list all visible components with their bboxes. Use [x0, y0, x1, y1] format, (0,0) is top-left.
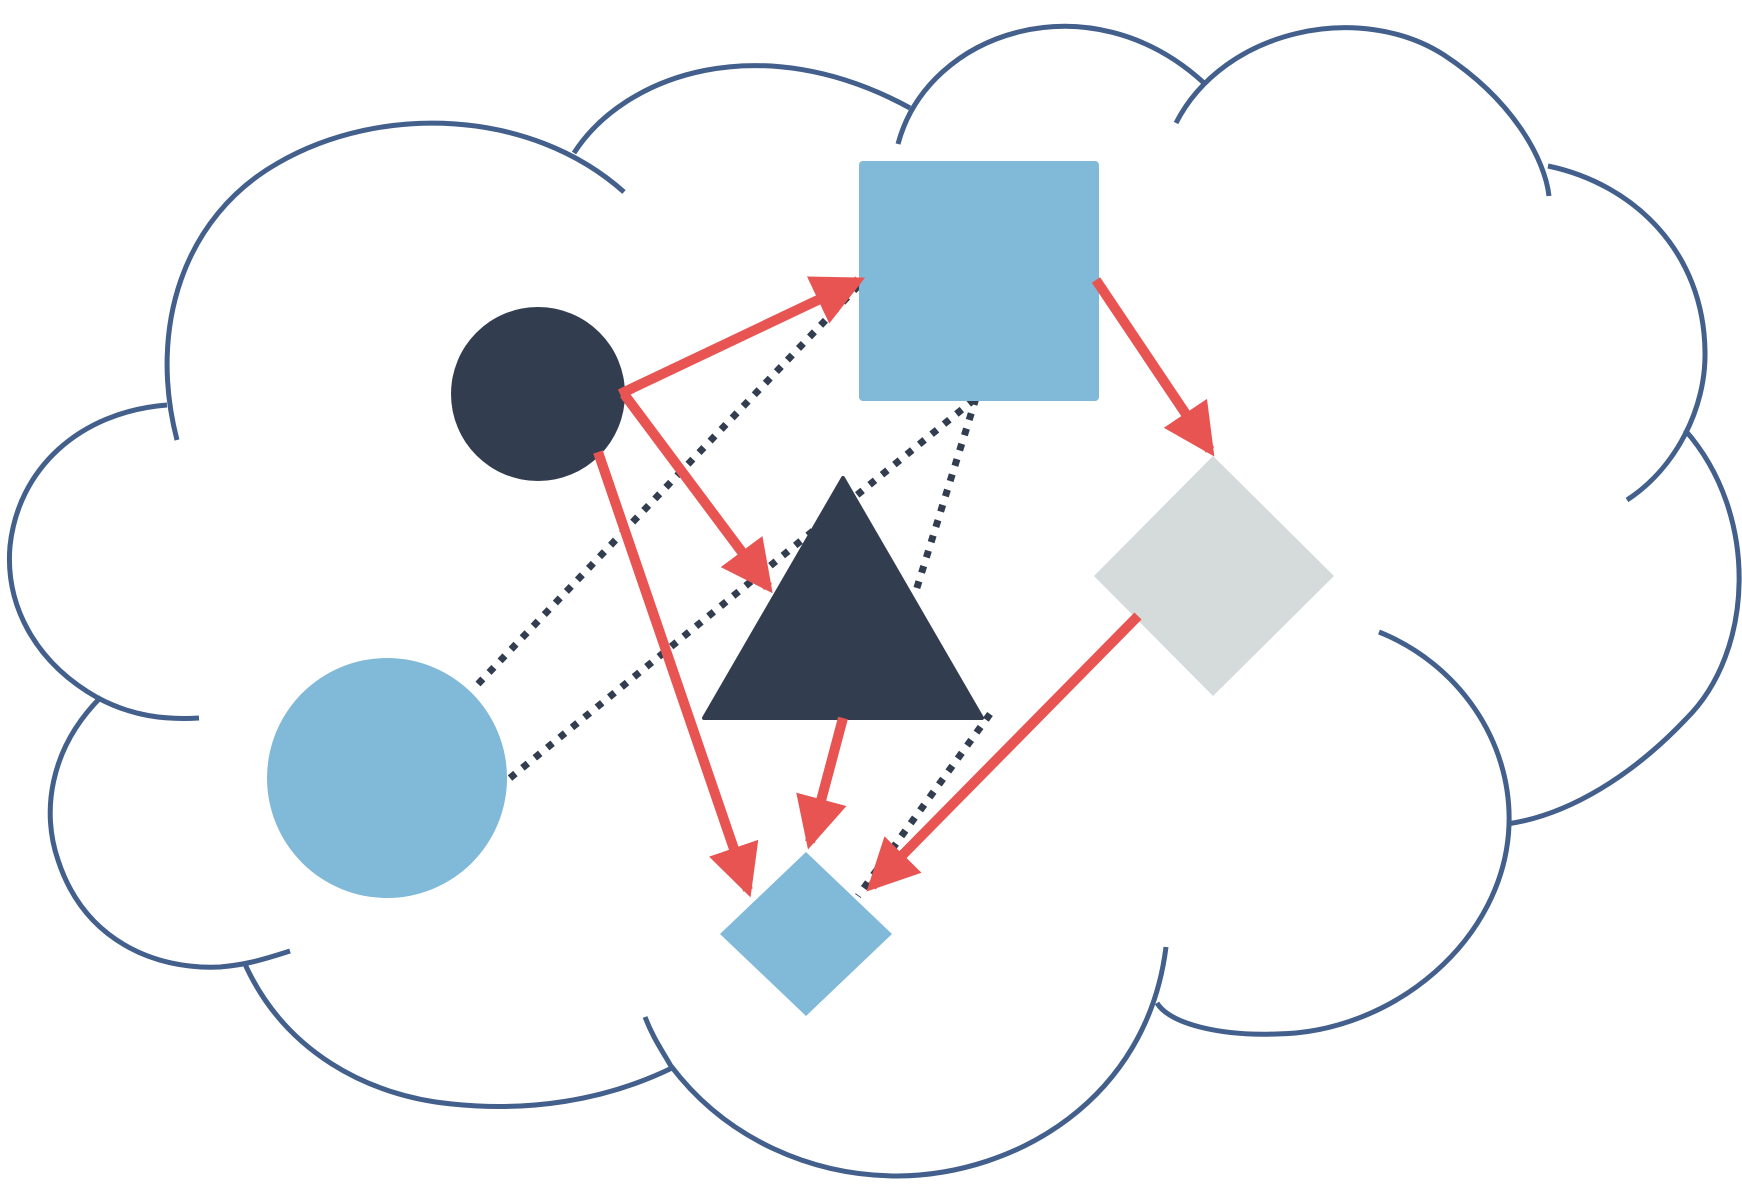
cloud-arc: [571, 63, 912, 155]
cloud-arc: [1173, 25, 1552, 197]
cloud-arc: [669, 946, 1169, 1179]
gray-diamond-node: [1094, 456, 1334, 696]
cloud-arc: [895, 23, 1206, 145]
cloud-arc: [47, 695, 291, 970]
arrow-square-to-graydiamond: [1091, 277, 1215, 457]
solid-arrows: [593, 276, 1215, 898]
arrow-circle-to-square: [617, 276, 866, 399]
cloud-outline: [6, 23, 1742, 1179]
nodes: [267, 161, 1334, 1016]
arrow-triangle-to-diamond: [796, 716, 848, 850]
blue-circle-node: [267, 658, 507, 898]
dotted-link-circleblue-square-2: [507, 395, 979, 781]
cloud-arc: [241, 960, 676, 1109]
dark-circle-node: [451, 307, 625, 481]
cloud-arc: [1506, 428, 1742, 827]
cloud-arc: [1154, 629, 1512, 1037]
cloud-arc: [1547, 163, 1708, 503]
dark-triangle-node: [702, 476, 984, 720]
cloud-arc: [6, 402, 200, 721]
blue-square-node: [859, 161, 1099, 401]
dotted-link-square-diamond: [855, 711, 993, 899]
dotted-link-square-triangle: [911, 396, 980, 596]
dotted-links: [475, 279, 993, 899]
arrow-circle-to-diamond: [593, 450, 759, 898]
blue-diamond-node: [720, 852, 892, 1016]
arrow-graydiamond-to-diamond: [866, 612, 1142, 892]
dotted-link-circleblue-square: [475, 279, 865, 687]
cloud-arc: [164, 120, 626, 441]
arrow-circle-to-triangle: [619, 391, 773, 594]
